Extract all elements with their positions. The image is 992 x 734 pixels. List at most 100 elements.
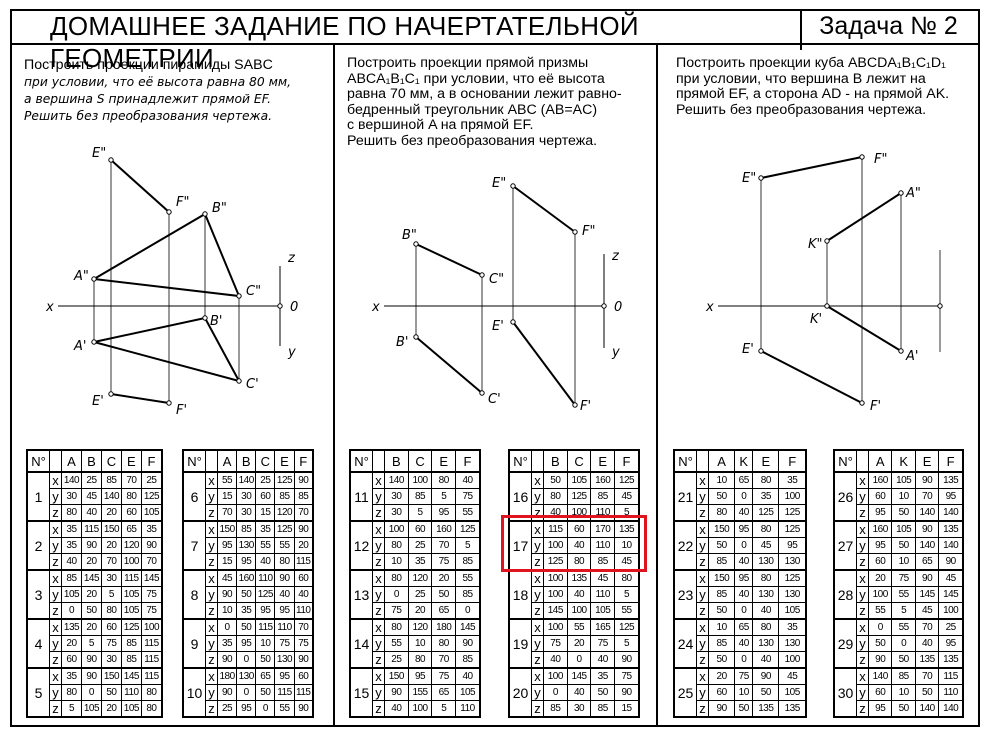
- d3-label-a2: A": [905, 186, 921, 201]
- axis-label: x: [531, 569, 544, 587]
- table-cell: 20: [100, 504, 122, 522]
- table-cell: 90: [216, 586, 238, 603]
- table-cell: 10: [891, 553, 916, 571]
- axis-label: x: [49, 667, 62, 685]
- table-cell: 40: [734, 553, 754, 571]
- variant-number: 12: [349, 520, 373, 571]
- table-cell: 100: [867, 586, 893, 603]
- table-header: F: [778, 449, 807, 473]
- table-cell: 165: [590, 618, 616, 636]
- table-cell: 90: [867, 651, 893, 669]
- table-cell: 20: [407, 602, 433, 620]
- table-cell: 95: [236, 553, 257, 571]
- axis-label: z: [49, 651, 62, 669]
- table-cell: 150: [384, 667, 409, 685]
- table-cell: 80: [752, 569, 780, 587]
- task-2-line-5: с вершиной A на прямой EF.: [347, 117, 534, 133]
- table-cell: 100: [543, 618, 568, 636]
- table-cell: 130: [236, 667, 257, 685]
- table-cell: 75: [140, 586, 163, 603]
- table-header: E: [120, 449, 142, 473]
- axis-label: z: [372, 504, 385, 522]
- variant-number: 7: [182, 520, 206, 571]
- table-cell: 50: [236, 586, 257, 603]
- table-cell: 110: [120, 684, 142, 701]
- axis-label: x: [531, 667, 544, 685]
- axis-label: y: [856, 537, 869, 554]
- d1-label-b2: B": [212, 201, 227, 216]
- table-cell: 70: [431, 651, 457, 669]
- table-cell: 40: [80, 504, 102, 522]
- table-cell: 130: [274, 651, 295, 669]
- table-cell: 40: [384, 700, 409, 718]
- axis-label: z: [531, 700, 544, 718]
- table-cell: 30: [100, 651, 122, 669]
- variant-number: 28: [833, 569, 857, 620]
- table-cell: 40: [914, 635, 940, 652]
- table-cell: 25: [216, 700, 238, 718]
- table-cell: 125: [140, 488, 163, 505]
- table-cell: 115: [293, 553, 314, 571]
- table-cell: 140: [914, 504, 940, 522]
- table-cell: 5: [100, 586, 122, 603]
- table-cell: 65: [255, 667, 276, 685]
- table-cell: 180: [216, 667, 238, 685]
- variant-number: 30: [833, 667, 857, 718]
- table-cell: 85: [707, 586, 736, 603]
- d2-bc-top: [415, 336, 483, 394]
- table-cell: 0: [543, 684, 568, 701]
- table-cell: 90: [938, 553, 964, 571]
- table-cell: 95: [734, 569, 754, 587]
- d3-label-f2: F": [874, 152, 887, 167]
- d1-label-c2: C": [246, 284, 261, 299]
- axis-label: y: [49, 635, 62, 652]
- task-1-line-3: а вершина S принадлежит прямой EF.: [24, 91, 272, 106]
- table-cell: 125: [566, 488, 592, 505]
- axis-label: z: [372, 553, 385, 571]
- variant-number: 11: [349, 471, 373, 522]
- axis-label: z: [49, 553, 62, 571]
- d1-label-f1: F': [176, 403, 187, 418]
- table-cell: 90: [707, 700, 736, 718]
- table-cell: 20: [293, 537, 314, 554]
- table-cell: 85: [543, 700, 568, 718]
- axis-label: y: [531, 537, 544, 554]
- table-cell: 130: [752, 586, 780, 603]
- table-cell: 70: [216, 504, 238, 522]
- table-cell: 85: [590, 700, 616, 718]
- table-header: B: [384, 449, 409, 473]
- table-cell: 75: [293, 635, 314, 652]
- table-cell: 50: [255, 684, 276, 701]
- table-cell: 150: [707, 520, 736, 538]
- axis-label: y: [531, 586, 544, 603]
- table-cell: 20: [100, 700, 122, 718]
- task-number: Задача № 2: [819, 12, 958, 40]
- task-1-statement: Построить проекции пирамиды SABC при усл…: [24, 57, 291, 125]
- variant-number: 26: [833, 471, 857, 522]
- table-cell: 75: [543, 635, 568, 652]
- table-cell: 25: [938, 618, 964, 636]
- variant-number: 25: [673, 667, 697, 718]
- axis-label: z: [856, 700, 869, 718]
- axis-label: y: [372, 586, 385, 603]
- d3-label-f1: F': [870, 399, 881, 414]
- table-cell: 55: [384, 635, 409, 652]
- axis-label: y: [205, 586, 218, 603]
- table-cell: 100: [543, 586, 568, 603]
- table-cell: 85: [455, 553, 481, 571]
- table-cell: 40: [566, 684, 592, 701]
- table-cell: 70: [140, 553, 163, 571]
- table-cell: 75: [431, 553, 457, 571]
